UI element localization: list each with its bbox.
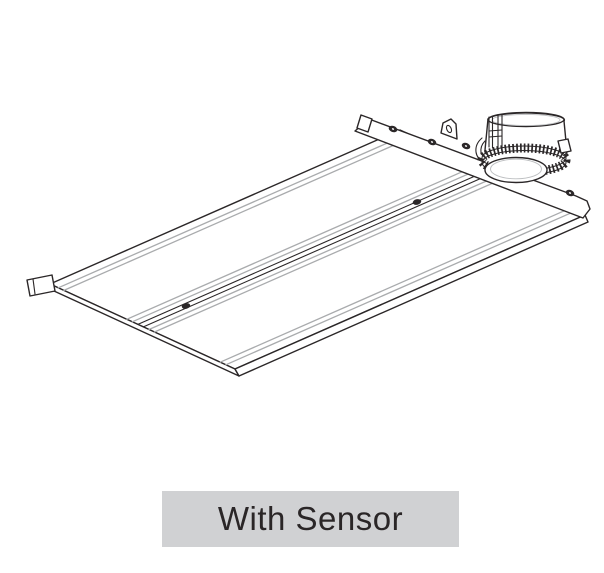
motion-sensor — [475, 111, 572, 184]
led-rail-lines — [57, 133, 577, 366]
sensor-dome-lens — [484, 156, 548, 184]
hanging-tab — [440, 118, 458, 140]
slot-hole — [445, 124, 453, 134]
bracket-holes — [388, 125, 575, 197]
screw-hole-dot — [181, 303, 191, 309]
bracket-plate — [354, 118, 591, 219]
sensor-latch-tab — [557, 138, 572, 154]
bracket-end-cap — [356, 114, 373, 133]
mounting-bracket — [354, 114, 591, 219]
caption-box: With Sensor — [162, 491, 459, 547]
caption-label: With Sensor — [217, 500, 404, 537]
sensor-clamp — [475, 137, 486, 163]
fixture-panel — [26, 129, 589, 377]
sensor-lens-inner — [490, 158, 542, 180]
sensor-mount — [488, 113, 503, 152]
sensor-top-lid — [487, 111, 565, 128]
rail-end-cap — [26, 274, 56, 297]
panel-near-side-face — [234, 214, 589, 377]
screw-hole-dot — [412, 199, 422, 205]
